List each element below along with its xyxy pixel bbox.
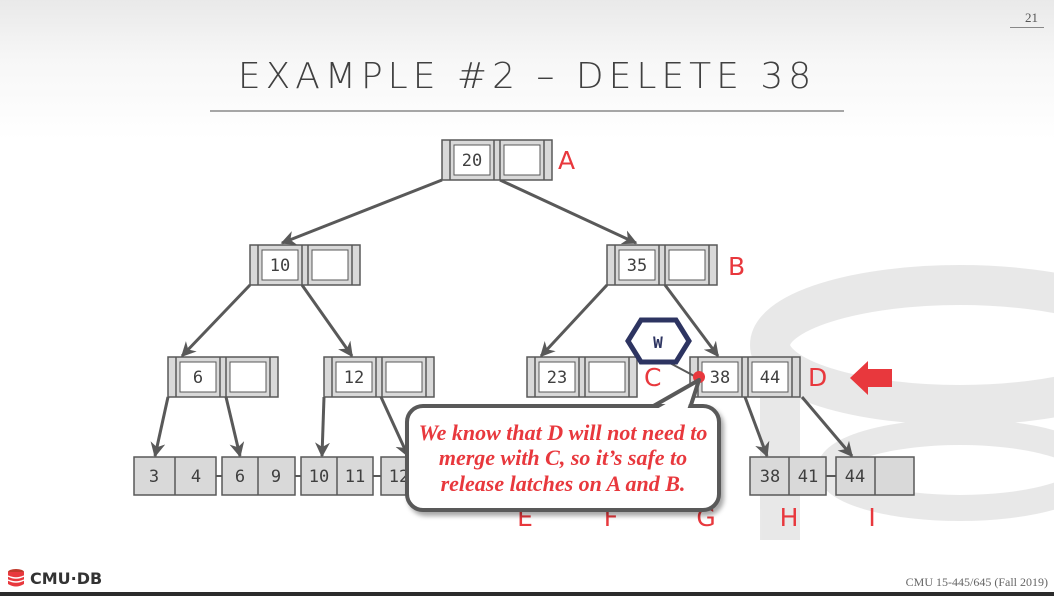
database-logo-icon (7, 569, 25, 587)
node-12: 12 (323, 356, 435, 398)
node-6-key-0: 6 (193, 368, 203, 388)
edge-d-i (800, 396, 854, 458)
leaf-6-9-key-1: 9 (271, 467, 281, 487)
leaf-3-4-key-1: 4 (191, 467, 201, 487)
edge-a-b (499, 178, 638, 245)
edge-a-l (280, 178, 443, 246)
bottom-bar (0, 592, 1054, 596)
leaf-h-key-1: 41 (798, 467, 818, 487)
edge-b-d (663, 284, 720, 358)
node-c-key-0: 23 (547, 368, 567, 388)
leaf-i-label: I (868, 503, 875, 532)
latch-hexagon-icon (625, 317, 692, 365)
leaf-10-11: 10 11 (300, 456, 374, 496)
node-d-label: D (808, 363, 827, 392)
node-a-label: A (558, 146, 575, 175)
leaf-i-key-0: 44 (845, 467, 865, 487)
course-footer: CMU 15-445/645 (Fall 2019) (905, 575, 1048, 589)
node-a: 20 A (441, 139, 575, 181)
page-number: 21 (1025, 10, 1038, 25)
edge-l12-leaf3 (314, 396, 330, 458)
leaf-3-4: 3 4 (133, 456, 217, 496)
node-d-key-0: 38 (710, 368, 730, 388)
node-b: 35 B (606, 244, 745, 286)
edge-l6-leaf2 (224, 396, 245, 458)
callout-text: We know that D will not need to merge wi… (418, 420, 708, 496)
leaf-10-11-key-0: 10 (309, 467, 329, 487)
callout-bubble: We know that D will not need to merge wi… (405, 404, 721, 512)
write-latch: W (625, 317, 705, 383)
cmu-db-logo: CMU·DB (6, 568, 102, 588)
node-c: 23 C (526, 356, 661, 398)
pointer-arrow-icon (850, 361, 892, 395)
edge-l-l6 (180, 283, 252, 358)
node-b-key-0: 35 (627, 256, 647, 276)
slide-title: EXAMPLE #2 – DELETE 38 (237, 56, 817, 97)
leaf-6-9: 6 9 (221, 456, 296, 496)
leaf-e-key-0: 12 (389, 467, 409, 487)
node-6: 6 (167, 356, 279, 398)
node-c-label: C (644, 363, 661, 392)
node-d-key-1: 44 (760, 368, 780, 388)
leaf-h-key-0: 38 (760, 467, 780, 487)
edge-l12-e (379, 396, 410, 458)
edge-d-h (743, 396, 770, 458)
title-underline (210, 110, 844, 112)
leaf-i: 44 (835, 456, 915, 496)
node-d: 38 44 D (689, 356, 827, 398)
leaf-10-11-key-1: 11 (345, 467, 365, 487)
node-12-key-0: 12 (344, 368, 364, 388)
node-b-label: B (728, 252, 745, 281)
node-10-key-0: 10 (270, 256, 290, 276)
node-a-key-0: 20 (462, 151, 482, 171)
logo-text: CMU·DB (30, 568, 103, 588)
node-10: 10 (249, 244, 361, 286)
page-number-rule (1010, 27, 1044, 28)
leaf-h-label: H (780, 503, 799, 532)
edge-l6-leaf1 (150, 396, 170, 458)
edge-l-l12 (300, 284, 354, 358)
edge-b-c (539, 283, 609, 358)
latch-mode: W (653, 333, 663, 352)
tree-edges (150, 178, 854, 458)
leaf-3-4-key-0: 3 (149, 467, 159, 487)
leaf-6-9-key-0: 6 (235, 467, 245, 487)
leaf-h: 38 41 (749, 456, 827, 496)
